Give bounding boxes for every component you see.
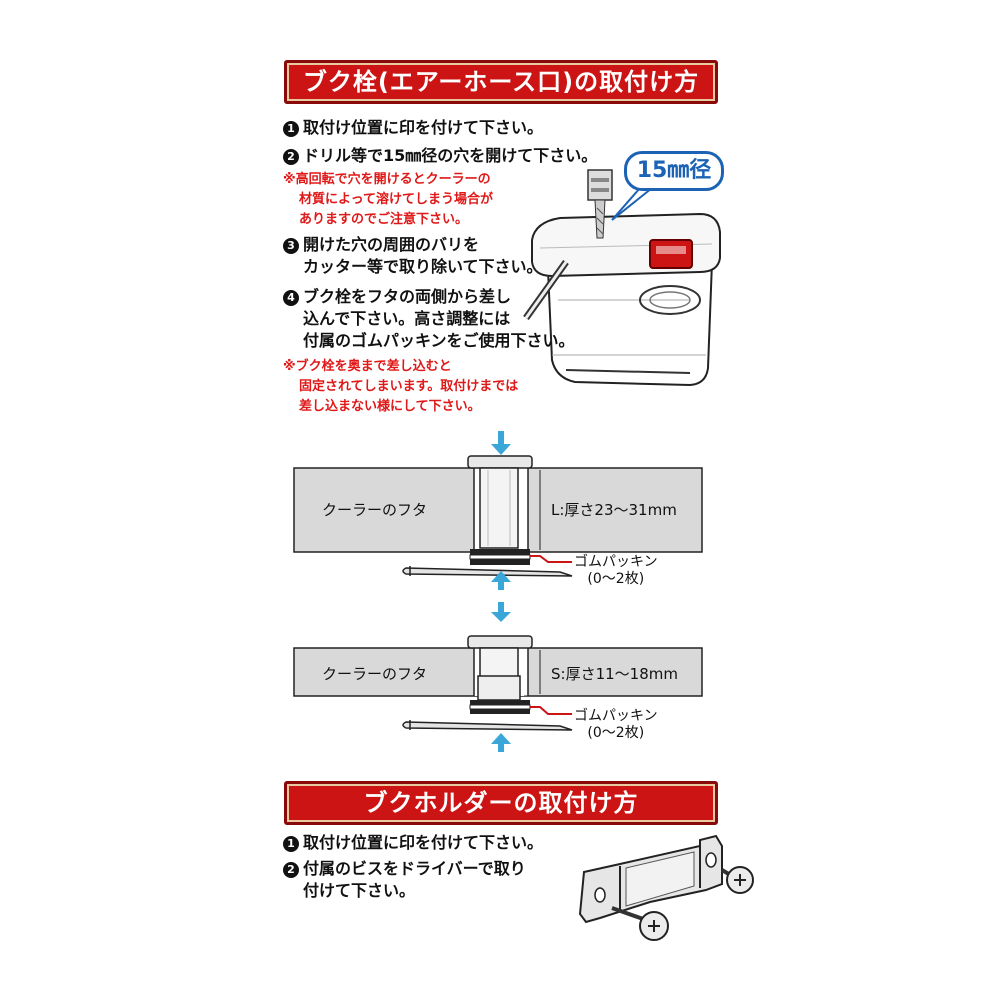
step-4-text-3: 付属のゴムパッキンをご使用下さい。 [303, 331, 575, 350]
step-4-text-2: 込んで下さい。高さ調整には [303, 309, 511, 328]
step-number-4: 4 [283, 290, 299, 306]
holder-step-number-2: 2 [283, 862, 299, 878]
warning-drill: ※高回転で穴を開けるとクーラーの 材質によって溶けてしまう場合が ありますのでご… [283, 170, 493, 230]
step-4-text-1: ブク栓をフタの両側から差し [303, 287, 512, 306]
gasket-label-top: ゴムパッキン (0〜2枚) [574, 554, 658, 588]
warning-insert-line-2: 固定されてしまいます。取付けまでは [299, 379, 519, 394]
holder-step-1-text: 取付け位置に印を付けて下さい。 [303, 833, 544, 852]
drill-bit-illustration [587, 169, 613, 239]
gasket-label-bottom: ゴムパッキン (0〜2枚) [574, 708, 658, 742]
step-number-3: 3 [283, 238, 299, 254]
diagram-bottom [293, 635, 703, 752]
thickness-label-top: L:厚さ23〜31mm [551, 501, 677, 519]
step-1-text: 取付け位置に印を付けて下さい。 [303, 118, 544, 137]
section1-title: ブク栓(エアーホース口)の取付け方 [302, 68, 700, 96]
diagram-top [293, 431, 703, 590]
holder-step-2-text-1: 付属のビスをドライバーで取り [303, 859, 526, 878]
section2-title-banner: ブクホルダーの取付け方 [284, 781, 718, 825]
warning-insert-line-3: 差し込まない様にして下さい。 [299, 399, 481, 414]
warning-drill-line-1: ※高回転で穴を開けるとクーラーの [283, 172, 491, 187]
warning-insert-line-1: ※ブク栓を奥まで差し込むと [283, 359, 452, 374]
lid-label-top: クーラーのフタ [322, 501, 428, 519]
cooler-illustration [523, 212, 721, 387]
step-number-2: 2 [283, 149, 299, 165]
gasket-count-bottom: (0〜2枚) [587, 725, 645, 741]
warning-insert: ※ブク栓を奥まで差し込むと 固定されてしまいます。取付けまでは 差し込まない様に… [283, 357, 518, 417]
holder-bracket-illustration [578, 834, 754, 941]
hole-diameter-callout: 15㎜径 [624, 151, 724, 191]
holder-step-2-text-2: 付けて下さい。 [303, 881, 416, 900]
step-number-1: 1 [283, 121, 299, 137]
gasket-name-top: ゴムパッキン [574, 554, 658, 570]
gasket-count-top: (0〜2枚) [587, 571, 645, 587]
section1-title-banner: ブク栓(エアーホース口)の取付け方 [284, 60, 718, 104]
step-3-text-1: 開けた穴の周囲のバリを [303, 235, 480, 254]
section2-title: ブクホルダーの取付け方 [363, 789, 639, 817]
lid-label-bottom: クーラーのフタ [322, 665, 428, 683]
holder-step-number-1: 1 [283, 836, 299, 852]
step-3-text-2: カッター等で取り除いて下さい。 [303, 257, 543, 276]
warning-drill-line-2: 材質によって溶けてしまう場合が [299, 192, 493, 207]
step-2-text: ドリル等で15㎜径の穴を開けて下さい。 [303, 146, 598, 165]
thickness-label-bottom: S:厚さ11〜18mm [551, 665, 678, 683]
warning-drill-line-3: ありますのでご注意下さい。 [299, 212, 469, 227]
gasket-name-bottom: ゴムパッキン [574, 708, 658, 724]
